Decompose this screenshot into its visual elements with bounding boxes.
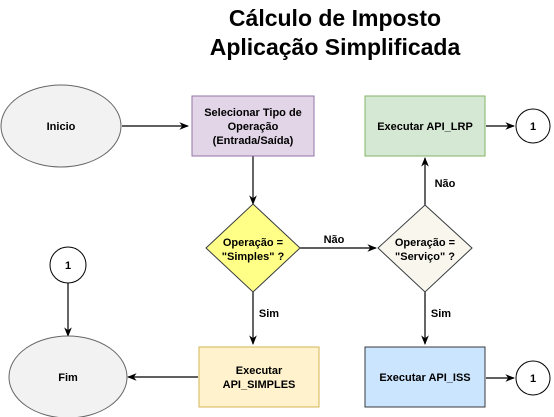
decision-simples <box>205 203 301 293</box>
execute-api-iss-label: Executar API_ISS <box>379 372 470 384</box>
execute-api-simples-label-1: Executar <box>236 365 283 377</box>
start-terminal <box>0 84 122 168</box>
connector-after-lrp <box>515 108 551 144</box>
edge-label-simples-nao: Não <box>324 234 345 246</box>
execute-api-lrp-box <box>364 95 486 157</box>
decision-servico-label-1: Operação = <box>395 237 455 249</box>
decision-simples-label-2: "Simples" ? <box>222 251 285 263</box>
select-operation-label-3: (Entrada/Saída) <box>213 135 294 147</box>
decision-servico-label-2: "Serviço" ? <box>395 251 455 263</box>
connector-after-iss <box>515 360 551 396</box>
connector-after-lrp-label: 1 <box>530 121 536 133</box>
select-operation-label-1: Selecionar Tipo de <box>204 107 302 119</box>
edge-label-servico-sim: Sim <box>431 308 451 320</box>
title-line-1: Cálculo de Imposto <box>228 5 442 31</box>
title-line-2: Aplicação Simplificada <box>209 34 461 60</box>
edge-label-simples-sim: Sim <box>259 308 279 320</box>
connector-to-fim-label: 1 <box>65 260 71 272</box>
connector-to-fim <box>49 246 87 284</box>
execute-api-simples-label-2: API_SIMPLES <box>223 379 296 391</box>
decision-simples-label-1: Operação = <box>223 237 283 249</box>
edge-label-servico-nao: Não <box>435 178 456 190</box>
select-operation-label-2: Operação <box>228 121 279 133</box>
end-terminal <box>8 335 128 417</box>
execute-api-iss-box <box>364 346 486 408</box>
diagram-title: Cálculo de Imposto Aplicação Simplificad… <box>150 4 520 62</box>
start-terminal-label: Inicio <box>47 121 76 133</box>
end-terminal-label: Fim <box>58 372 78 384</box>
connector-after-iss-label: 1 <box>530 373 536 385</box>
select-operation-box <box>191 95 315 157</box>
execute-api-lrp-label: Executar API_LRP <box>377 121 473 133</box>
decision-servico <box>377 204 473 293</box>
execute-api-simples-box <box>198 346 320 408</box>
